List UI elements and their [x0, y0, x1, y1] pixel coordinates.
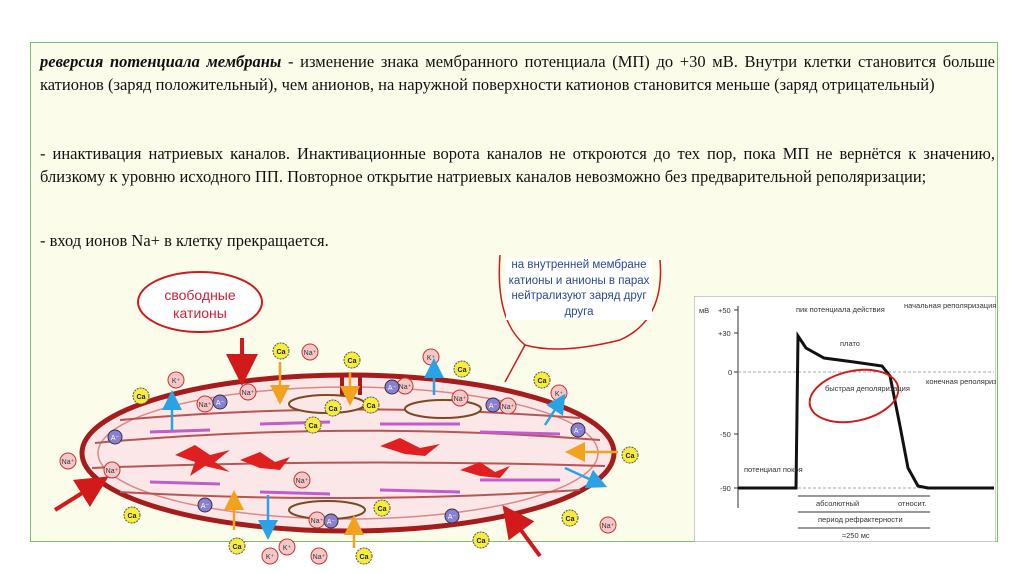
k-ion-icon: K⁺: [168, 372, 184, 388]
na-ion-icon: Na⁺: [500, 398, 516, 414]
svg-text:Na⁺: Na⁺: [242, 390, 255, 397]
svg-text:Ca: Ca: [378, 506, 387, 513]
svg-text:Ca: Ca: [458, 367, 467, 374]
svg-text:Ca: Ca: [566, 516, 575, 523]
ca-ion-icon: Ca: [534, 372, 550, 388]
fast-depol-label: быстрая деполяризация: [825, 384, 910, 393]
svg-text:Na⁺: Na⁺: [399, 384, 412, 391]
tick-plus30: +30: [718, 329, 731, 338]
svg-text:A⁻: A⁻: [111, 435, 120, 442]
svg-text:Ca: Ca: [367, 403, 376, 410]
ca-ion-icon: Ca: [374, 500, 390, 516]
svg-text:Na⁺: Na⁺: [304, 350, 317, 357]
ca-ion-icon: Ca: [622, 447, 638, 463]
svg-text:K⁺: K⁺: [266, 554, 275, 561]
svg-text:K⁺: K⁺: [427, 355, 436, 362]
ca-ion-icon: Ca: [454, 361, 470, 377]
tick-plus50: +50: [718, 306, 731, 315]
ca-ion-icon: Ca: [305, 417, 321, 433]
k-ion-icon: K⁺: [423, 349, 439, 365]
ca-ion-icon: Ca: [325, 400, 341, 416]
svg-text:Na⁺: Na⁺: [296, 478, 309, 485]
anion-icon: A⁻: [213, 395, 227, 409]
anion-icon: A⁻: [571, 423, 585, 437]
svg-text:Ca: Ca: [360, 554, 369, 561]
action-potential-graph: мВ +50 +30 0 -50 -90 пик потенциала дейс…: [694, 296, 996, 542]
peak-label: пик потенциала действия: [796, 305, 885, 314]
anion-icon: A⁻: [385, 380, 399, 394]
tick-minus90: -90: [720, 484, 731, 493]
svg-text:Na⁺: Na⁺: [454, 396, 467, 403]
svg-text:A⁻: A⁻: [327, 519, 336, 526]
ca-ion-icon: Ca: [356, 548, 372, 564]
ca-ion-icon: Ca: [344, 352, 360, 368]
callout-note: на внутренней мембране катионы и анионы …: [506, 258, 652, 320]
ca-ion-icon: Ca: [124, 507, 140, 523]
k-ion-icon: K⁺: [551, 385, 567, 401]
anion-icon: A⁻: [108, 430, 122, 444]
svg-text:Na⁺: Na⁺: [502, 404, 515, 411]
na-ion-icon: Na⁺: [600, 517, 616, 533]
svg-text:Ca: Ca: [626, 453, 635, 460]
svg-text:A⁻: A⁻: [574, 428, 583, 435]
tick-minus50: -50: [720, 430, 731, 439]
ca-ion-icon: Ca: [229, 538, 245, 554]
early-repol-label: начальная реполяризация: [904, 301, 996, 310]
svg-text:Na⁺: Na⁺: [106, 468, 119, 475]
svg-text:K⁺: K⁺: [555, 391, 564, 398]
ca-ion-icon: Ca: [562, 510, 578, 526]
ca-ion-icon: Ca: [363, 397, 379, 413]
svg-text:Ca: Ca: [477, 538, 486, 545]
svg-text:Ca: Ca: [348, 358, 357, 365]
svg-text:K⁺: K⁺: [283, 545, 292, 552]
anion-icon: A⁻: [324, 514, 338, 528]
svg-text:Na⁺: Na⁺: [62, 459, 75, 466]
svg-text:A⁻: A⁻: [489, 403, 498, 410]
svg-text:A⁻: A⁻: [388, 385, 397, 392]
plateau-label: плато: [840, 339, 860, 348]
svg-text:Ca: Ca: [233, 544, 242, 551]
svg-text:Ca: Ca: [277, 349, 286, 356]
svg-text:Na⁺: Na⁺: [311, 518, 324, 525]
ca-ion-icon: Ca: [273, 343, 289, 359]
svg-text:A⁻: A⁻: [201, 503, 210, 510]
unit-label: мВ: [699, 306, 709, 315]
tick-zero: 0: [728, 368, 732, 377]
resting-label: потенциал покоя: [744, 465, 803, 474]
anion-icon: A⁻: [486, 398, 500, 412]
anion-icon: A⁻: [445, 509, 459, 523]
na-ion-icon: Na⁺: [240, 384, 256, 400]
na-ion-icon: Na⁺: [452, 390, 468, 406]
relative-label: относит.: [898, 499, 926, 508]
svg-text:A⁻: A⁻: [448, 514, 457, 521]
svg-text:K⁺: K⁺: [172, 378, 181, 385]
final-repol-label: конечная реполяризация: [926, 377, 996, 386]
svg-text:Ca: Ca: [128, 513, 137, 520]
duration-label: ≈250 мс: [842, 531, 870, 540]
svg-text:Ca: Ca: [538, 378, 547, 385]
na-ion-icon: Na⁺: [197, 396, 213, 412]
anion-icon: A⁻: [198, 498, 212, 512]
refractory-label: период рефрактерности: [818, 515, 903, 524]
na-ion-icon: Na⁺: [311, 548, 327, 564]
na-ion-icon: Na⁺: [309, 512, 325, 528]
k-ion-icon: K⁺: [279, 539, 295, 555]
absolute-label: абсолютный: [816, 499, 859, 508]
na-ion-icon: Na⁺: [294, 472, 310, 488]
na-ion-icon: Na⁺: [104, 462, 120, 478]
svg-text:Ca: Ca: [137, 394, 146, 401]
svg-text:Na⁺: Na⁺: [199, 402, 212, 409]
na-ion-icon: Na⁺: [302, 344, 318, 360]
svg-text:A⁻: A⁻: [216, 400, 225, 407]
svg-text:Na⁺: Na⁺: [602, 523, 615, 530]
svg-text:Na⁺: Na⁺: [313, 554, 326, 561]
ca-ion-icon: Ca: [473, 532, 489, 548]
svg-text:Ca: Ca: [329, 406, 338, 413]
na-ion-icon: Na⁺: [60, 453, 76, 469]
svg-text:Ca: Ca: [309, 423, 318, 430]
ca-ion-icon: Ca: [133, 388, 149, 404]
free-cations-label: свободные катионы: [150, 286, 250, 322]
k-ion-icon: K⁺: [262, 548, 278, 564]
